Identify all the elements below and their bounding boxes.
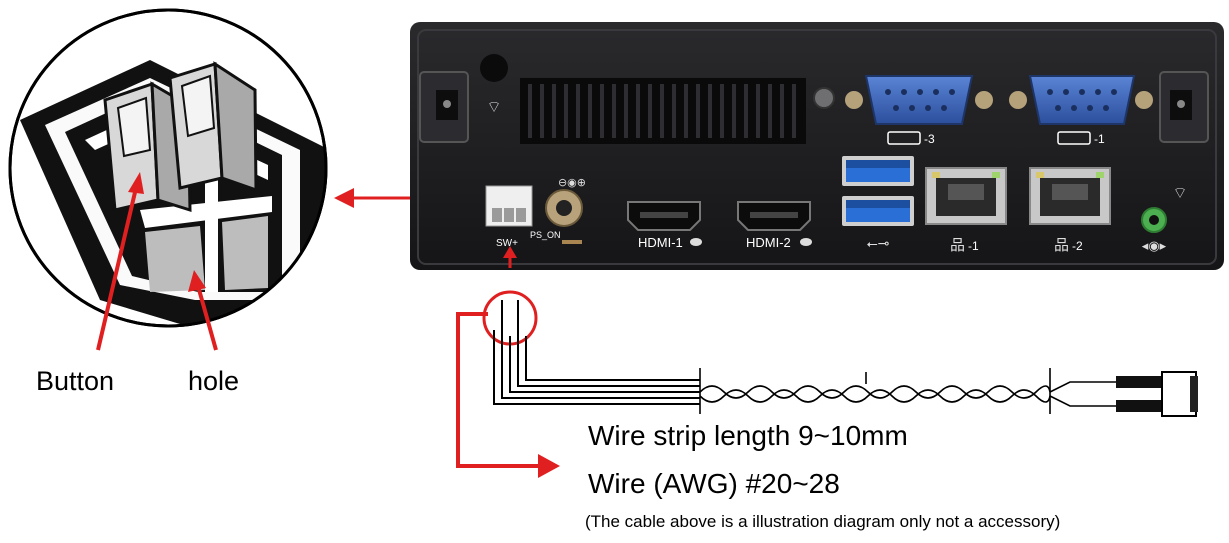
wifi-icon-right: ⌔ — [1172, 183, 1187, 202]
lan-port-1-label: -1 — [968, 239, 979, 253]
left-bracket — [419, 71, 469, 143]
wifi-icon: ⌔ — [486, 97, 501, 116]
lan-port-2: 品 -2 — [1029, 167, 1111, 254]
hole-pointer-arrow — [188, 270, 218, 351]
wire-leads — [493, 300, 700, 405]
button-label: Button — [36, 366, 115, 396]
wire-strip-length-note: Wire strip length 9~10mm — [588, 420, 908, 451]
lan-port-2-label: -2 — [1072, 239, 1083, 253]
com-port-1-label: -1 — [1094, 132, 1105, 146]
usb-ports: ⭠⊸ — [842, 156, 914, 252]
lan-icon-2: 品 — [1054, 236, 1069, 254]
ground-screw — [813, 87, 835, 109]
usb-icon: ⭠⊸ — [867, 236, 890, 252]
ventilation-grille — [520, 78, 806, 144]
button-pointer-arrow — [96, 172, 144, 351]
wire-connector — [1116, 371, 1198, 417]
dc-polarity-icon: ⊖◉⊕ — [558, 176, 586, 189]
com-port-3-label: -3 — [924, 132, 935, 146]
hdmi-port-1-label: HDMI-1 — [638, 235, 683, 250]
lan-icon-1: 品 — [950, 236, 965, 254]
audio-icon: ◂◉▸ — [1142, 239, 1167, 254]
notes-pointer-arrow — [456, 312, 560, 478]
ps-on-label: PS_ON — [530, 230, 561, 240]
disclaimer-note: (The cable above is a illustration diagr… — [585, 512, 1061, 531]
com-port-1: -1 — [1009, 75, 1153, 146]
twisted-cable — [699, 368, 1116, 414]
hole-right — [222, 216, 268, 290]
right-bracket — [1159, 71, 1209, 143]
device-back-panel: ⌔ ⌔ — [410, 22, 1224, 270]
dc-power-jack: ⊖◉⊕ — [545, 176, 586, 244]
wire-awg-note: Wire (AWG) #20~28 — [588, 468, 840, 499]
audio-jack: ◂◉▸ — [1141, 207, 1167, 254]
button-right — [168, 61, 258, 193]
hdmi-port-1: HDMI-1 — [627, 201, 702, 250]
terminal-block-magnified — [8, 8, 328, 328]
terminal-arrow-up — [503, 246, 517, 268]
hdmi-port-2: HDMI-2 — [737, 201, 812, 250]
antenna-hole-left — [480, 54, 508, 82]
lan-port-1: 品 -1 — [925, 167, 1007, 254]
power-switch-terminal: SW+ PS_ON — [485, 185, 561, 249]
hole-left — [145, 226, 205, 292]
hdmi-port-2-label: HDMI-2 — [746, 235, 791, 250]
sw-label: SW+ — [496, 238, 518, 249]
hole-label: hole — [188, 366, 240, 396]
com-port-3: -3 — [845, 75, 993, 146]
